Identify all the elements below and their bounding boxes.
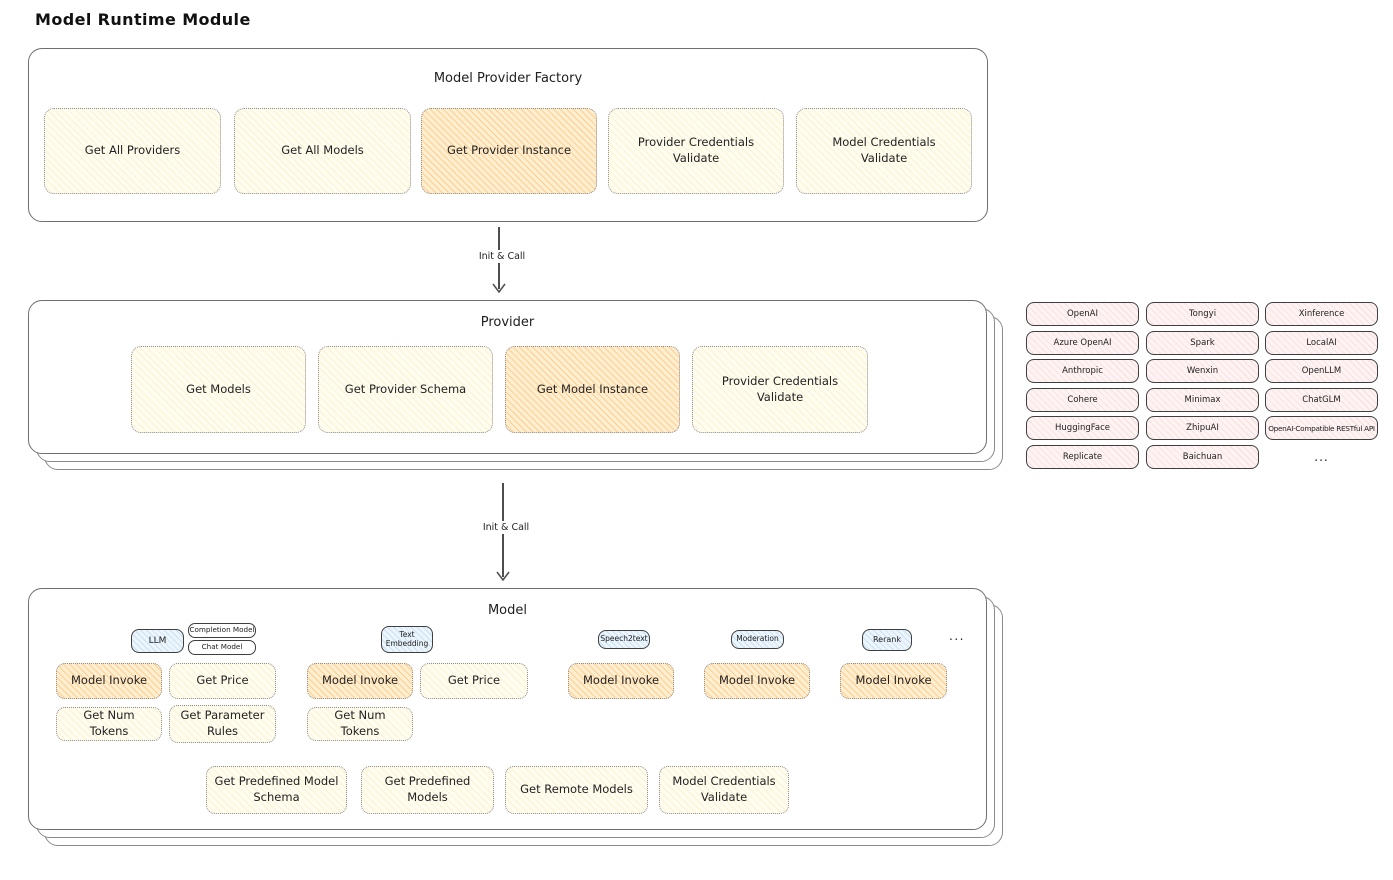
provider-pill-cohere: Cohere (1026, 387, 1139, 412)
arrow-label-init-call-1: Init & Call (467, 250, 537, 263)
node-model-credentials-validate-2: Model Credentials Validate (659, 766, 789, 814)
provider-pill-openai: OpenAI (1026, 302, 1139, 326)
provider-pill-baichuan: Baichuan (1146, 444, 1259, 469)
node-speech2text-model-invoke: Model Invoke (568, 663, 674, 699)
node-get-provider-schema: Get Provider Schema (318, 346, 493, 433)
node-llm-model-invoke: Model Invoke (56, 663, 162, 699)
arrow-down-icon-2 (496, 571, 510, 581)
provider-pill-openai-compatible: OpenAI-Compatible RESTful API (1265, 416, 1378, 440)
node-llm-get-parameter-rules: Get Parameter Rules (169, 705, 276, 743)
tag-chat-model: Chat Model (188, 640, 256, 655)
arrow-label-init-call-2: Init & Call (471, 521, 541, 534)
provider-pill-anthropic: Anthropic (1026, 359, 1139, 383)
node-get-remote-models: Get Remote Models (505, 766, 648, 814)
provider-pill-zhipuai: ZhipuAI (1146, 416, 1259, 440)
providers-more-ellipsis: ... (1314, 449, 1329, 464)
providers-column-3: Xinference LocalAI OpenLLM ChatGLM OpenA… (1265, 302, 1378, 469)
node-moderation-model-invoke: Model Invoke (704, 663, 810, 699)
node-model-credentials-validate: Model Credentials Validate (796, 108, 972, 194)
provider-pill-minimax: Minimax (1146, 387, 1259, 412)
node-get-predefined-models: Get Predefined Models (361, 766, 494, 814)
provider-pill-spark: Spark (1146, 330, 1259, 355)
provider-pill-tongyi: Tongyi (1146, 302, 1259, 326)
factory-container: Model Provider Factory Get All Providers… (28, 48, 988, 222)
node-get-provider-instance: Get Provider Instance (421, 108, 597, 194)
providers-column-1: OpenAI Azure OpenAI Anthropic Cohere Hug… (1026, 302, 1139, 469)
model-container: Model LLM Completion Model Chat Model Te… (28, 588, 987, 830)
provider-pill-azure-openai: Azure OpenAI (1026, 330, 1139, 355)
node-embedding-model-invoke: Model Invoke (307, 663, 413, 699)
provider-pill-openllm: OpenLLM (1265, 359, 1378, 383)
node-get-all-models: Get All Models (234, 108, 411, 194)
node-llm-get-num-tokens: Get Num Tokens (56, 707, 162, 741)
tags-more-ellipsis: ... (949, 629, 965, 643)
node-get-model-instance: Get Model Instance (505, 346, 680, 433)
diagram-title: Model Runtime Module (35, 10, 251, 29)
provider-pill-xinference: Xinference (1265, 302, 1378, 326)
tag-moderation: Moderation (731, 630, 784, 649)
node-get-all-providers: Get All Providers (44, 108, 221, 194)
provider-pill-wenxin: Wenxin (1146, 359, 1259, 383)
tag-speech2text: Speech2text (598, 630, 650, 649)
provider-container: Provider Get Models Get Provider Schema … (28, 300, 987, 454)
node-embedding-get-price: Get Price (420, 663, 528, 699)
tag-completion-model: Completion Model (188, 623, 256, 638)
providers-column-2: Tongyi Spark Wenxin Minimax ZhipuAI Baic… (1146, 302, 1259, 469)
node-embedding-get-num-tokens: Get Num Tokens (307, 707, 413, 741)
node-llm-get-price: Get Price (169, 663, 276, 699)
node-rerank-model-invoke: Model Invoke (840, 663, 947, 699)
node-provider-credentials-validate-2: Provider Credentials Validate (692, 346, 868, 433)
provider-pill-chatglm: ChatGLM (1265, 387, 1378, 412)
factory-title: Model Provider Factory (433, 71, 583, 86)
arrow-down-icon (492, 283, 506, 293)
node-provider-credentials-validate: Provider Credentials Validate (608, 108, 784, 194)
tag-text-embedding: Text Embedding (381, 626, 433, 653)
node-get-models: Get Models (131, 346, 306, 433)
provider-pill-localai: LocalAI (1265, 330, 1378, 355)
provider-pill-replicate: Replicate (1026, 444, 1139, 469)
tag-rerank: Rerank (862, 629, 912, 651)
provider-pill-huggingface: HuggingFace (1026, 416, 1139, 440)
node-get-predefined-model-schema: Get Predefined Model Schema (206, 766, 347, 814)
provider-title: Provider (480, 315, 535, 330)
tag-llm: LLM (131, 629, 184, 653)
model-title: Model (487, 603, 528, 618)
